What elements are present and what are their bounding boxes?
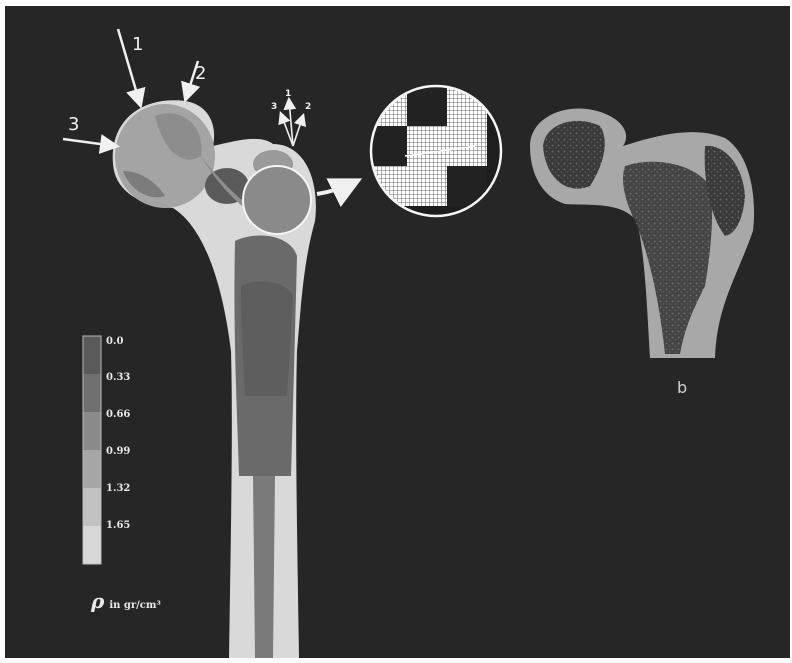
load-label-2: 2 — [195, 63, 206, 84]
detail-load-label: 2 — [305, 102, 311, 112]
legend-label: 0.99 — [106, 446, 130, 457]
detail-region-circle — [243, 166, 311, 234]
trochanter-load-arrows — [281, 100, 303, 146]
rho-symbol: ρ — [91, 589, 104, 613]
legend-label: 0.66 — [106, 409, 130, 420]
load-label-1: 1 — [132, 34, 143, 55]
legend-swatch — [83, 336, 101, 374]
detail-load-label: 3 — [271, 102, 277, 112]
zoom-arrow — [317, 182, 355, 194]
load-label-3: 3 — [68, 114, 79, 135]
legend-label: 1.65 — [106, 520, 130, 531]
legend-label: 0.33 — [106, 372, 130, 383]
legend-swatch — [83, 450, 101, 488]
legend-swatch — [83, 488, 101, 526]
panel-label-b: b — [677, 378, 687, 397]
legend-swatch — [83, 374, 101, 412]
legend-swatch — [83, 412, 101, 450]
legend-label: 1.32 — [106, 483, 130, 494]
density-caption: ρ in gr/cm³ — [91, 589, 161, 613]
femur-fe-model — [113, 100, 316, 658]
density-legend — [83, 336, 101, 564]
femur-illustration — [5, 6, 790, 658]
detail-load-label: 1 — [285, 89, 291, 99]
density-unit: in gr/cm³ — [109, 600, 161, 611]
legend-label: 0.0 — [106, 336, 123, 347]
legend-swatch — [83, 526, 101, 564]
microstructure-detail — [367, 86, 503, 216]
femur-section-b — [530, 108, 754, 358]
